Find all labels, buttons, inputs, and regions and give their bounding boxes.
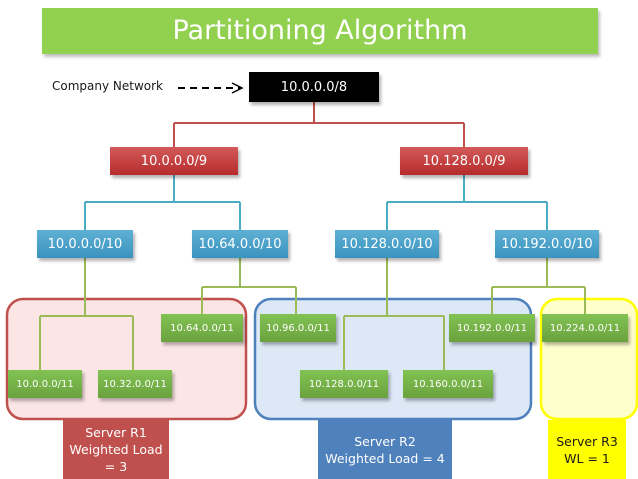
node-l2-3: 10.128.0.0/10 <box>335 230 439 258</box>
server-r3-load: WL = 1 <box>564 450 610 466</box>
node-l3-upper-3: 10.192.0.0/11 <box>449 314 535 342</box>
node-l3-upper-2: 10.96.0.0/11 <box>260 314 336 342</box>
server-r2-name: Server R2 <box>354 433 416 449</box>
node-l2-2: 10.64.0.0/10 <box>192 230 288 258</box>
node-l3-lower-1: 10.0.0.0/11 <box>8 370 82 398</box>
node-l3-upper-4: 10.224.0.0/11 <box>542 314 628 342</box>
node-l2-4: 10.192.0.0/10 <box>495 230 599 258</box>
server-r1-name: Server R1 <box>85 425 147 440</box>
server-r3-label: Server R3 WL = 1 <box>548 420 626 479</box>
node-l3-lower-3: 10.128.0.0/11 <box>300 370 388 398</box>
node-l1-right: 10.128.0.0/9 <box>400 147 528 175</box>
company-network-label: Company Network <box>52 79 164 93</box>
server-r1-load-line1: Weighted Load <box>69 442 163 457</box>
title-bar: Partitioning Algorithm <box>42 8 598 54</box>
server-r1-load-line2: = 3 <box>104 459 128 474</box>
node-l3-upper-1: 10.64.0.0/11 <box>161 314 243 342</box>
connectors-level2 <box>39 258 586 370</box>
connectors-level1 <box>84 175 548 230</box>
node-l1-left: 10.0.0.0/9 <box>110 147 238 175</box>
server-r2-load: Weighted Load = 4 <box>325 450 445 466</box>
company-network-arrowhead <box>231 82 244 94</box>
server-r2-label: Server R2 Weighted Load = 4 <box>318 420 452 479</box>
node-root: 10.0.0.0/8 <box>249 72 379 102</box>
node-l2-1: 10.0.0.0/10 <box>37 230 133 258</box>
server-r1-label: Server R1 Weighted Load = 3 <box>63 420 169 479</box>
node-l3-lower-4: 10.160.0.0/11 <box>403 370 493 398</box>
page-title: Partitioning Algorithm <box>172 15 468 46</box>
server-r3-name: Server R3 <box>556 433 618 449</box>
node-l3-lower-2: 10.32.0.0/11 <box>98 370 172 398</box>
connectors-root <box>173 102 465 147</box>
